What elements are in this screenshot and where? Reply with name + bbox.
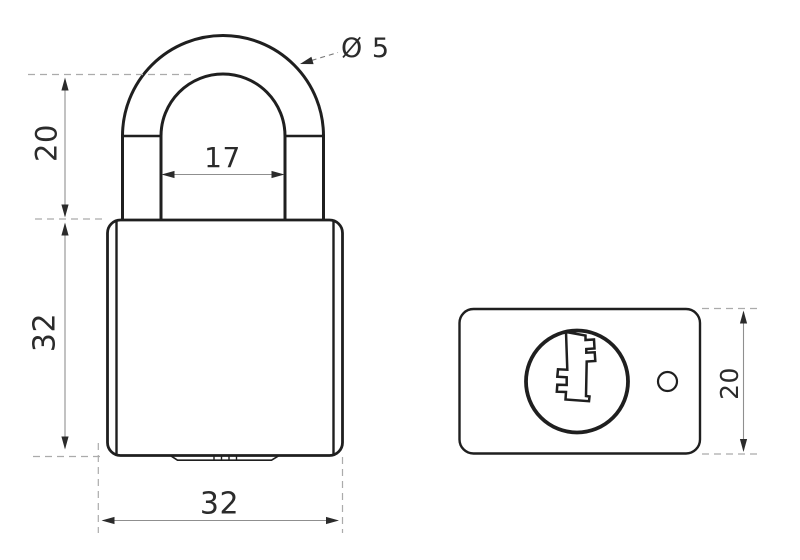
shackle: [121, 34, 325, 221]
leader-line: [302, 51, 339, 64]
dim-label-body-depth: 20: [715, 367, 744, 400]
arrowhead-up: [61, 222, 69, 236]
arrowhead-down: [61, 204, 69, 218]
dimension-shackle-diameter: Ø 5: [300, 33, 390, 65]
keyhole-profile: [555, 330, 597, 403]
dim-label-shackle-height: 20: [30, 124, 64, 162]
arrowhead-up: [739, 310, 748, 324]
arrowhead-leader: [300, 56, 314, 65]
bottom-view: [458, 307, 702, 455]
lock-cylinder-circle: [524, 328, 630, 435]
arrowhead-left: [101, 516, 115, 525]
dimension-body-width: 32: [101, 487, 339, 525]
dim-label-shackle-inner-width: 17: [204, 141, 241, 174]
body-outline: [106, 218, 344, 457]
arrowhead-down: [739, 439, 748, 452]
bottom-plate-ticks: [213, 455, 238, 460]
arrowhead-up: [61, 77, 69, 91]
body-edge-lines: [115, 221, 335, 454]
bottom-view-outline: [458, 307, 702, 455]
arrowhead-right: [271, 170, 285, 179]
dim-label-body-height: 32: [28, 313, 63, 352]
dim-label-shackle-diameter: Ø 5: [341, 33, 390, 64]
arrowhead-right: [326, 516, 339, 525]
dimension-shackle-inner-width: 17: [161, 141, 285, 179]
front-view: [106, 34, 344, 461]
arrowhead-left: [161, 170, 175, 179]
arrowhead-down: [61, 436, 69, 450]
body: [106, 218, 344, 461]
dim-label-body-width: 32: [200, 487, 239, 522]
dimensions: 20 32 17 32 Ø 5: [28, 33, 757, 533]
body-bottom-plate: [169, 454, 280, 461]
dimension-shackle-height: 20: [30, 77, 69, 218]
shackle-outer-arc: [121, 34, 325, 138]
shackle-inner-arc: [159, 72, 287, 138]
pin-hole: [656, 370, 679, 393]
dimension-body-depth: 20: [715, 310, 748, 452]
dimension-body-height: 32: [28, 222, 69, 450]
shackle-legs: [121, 134, 325, 221]
